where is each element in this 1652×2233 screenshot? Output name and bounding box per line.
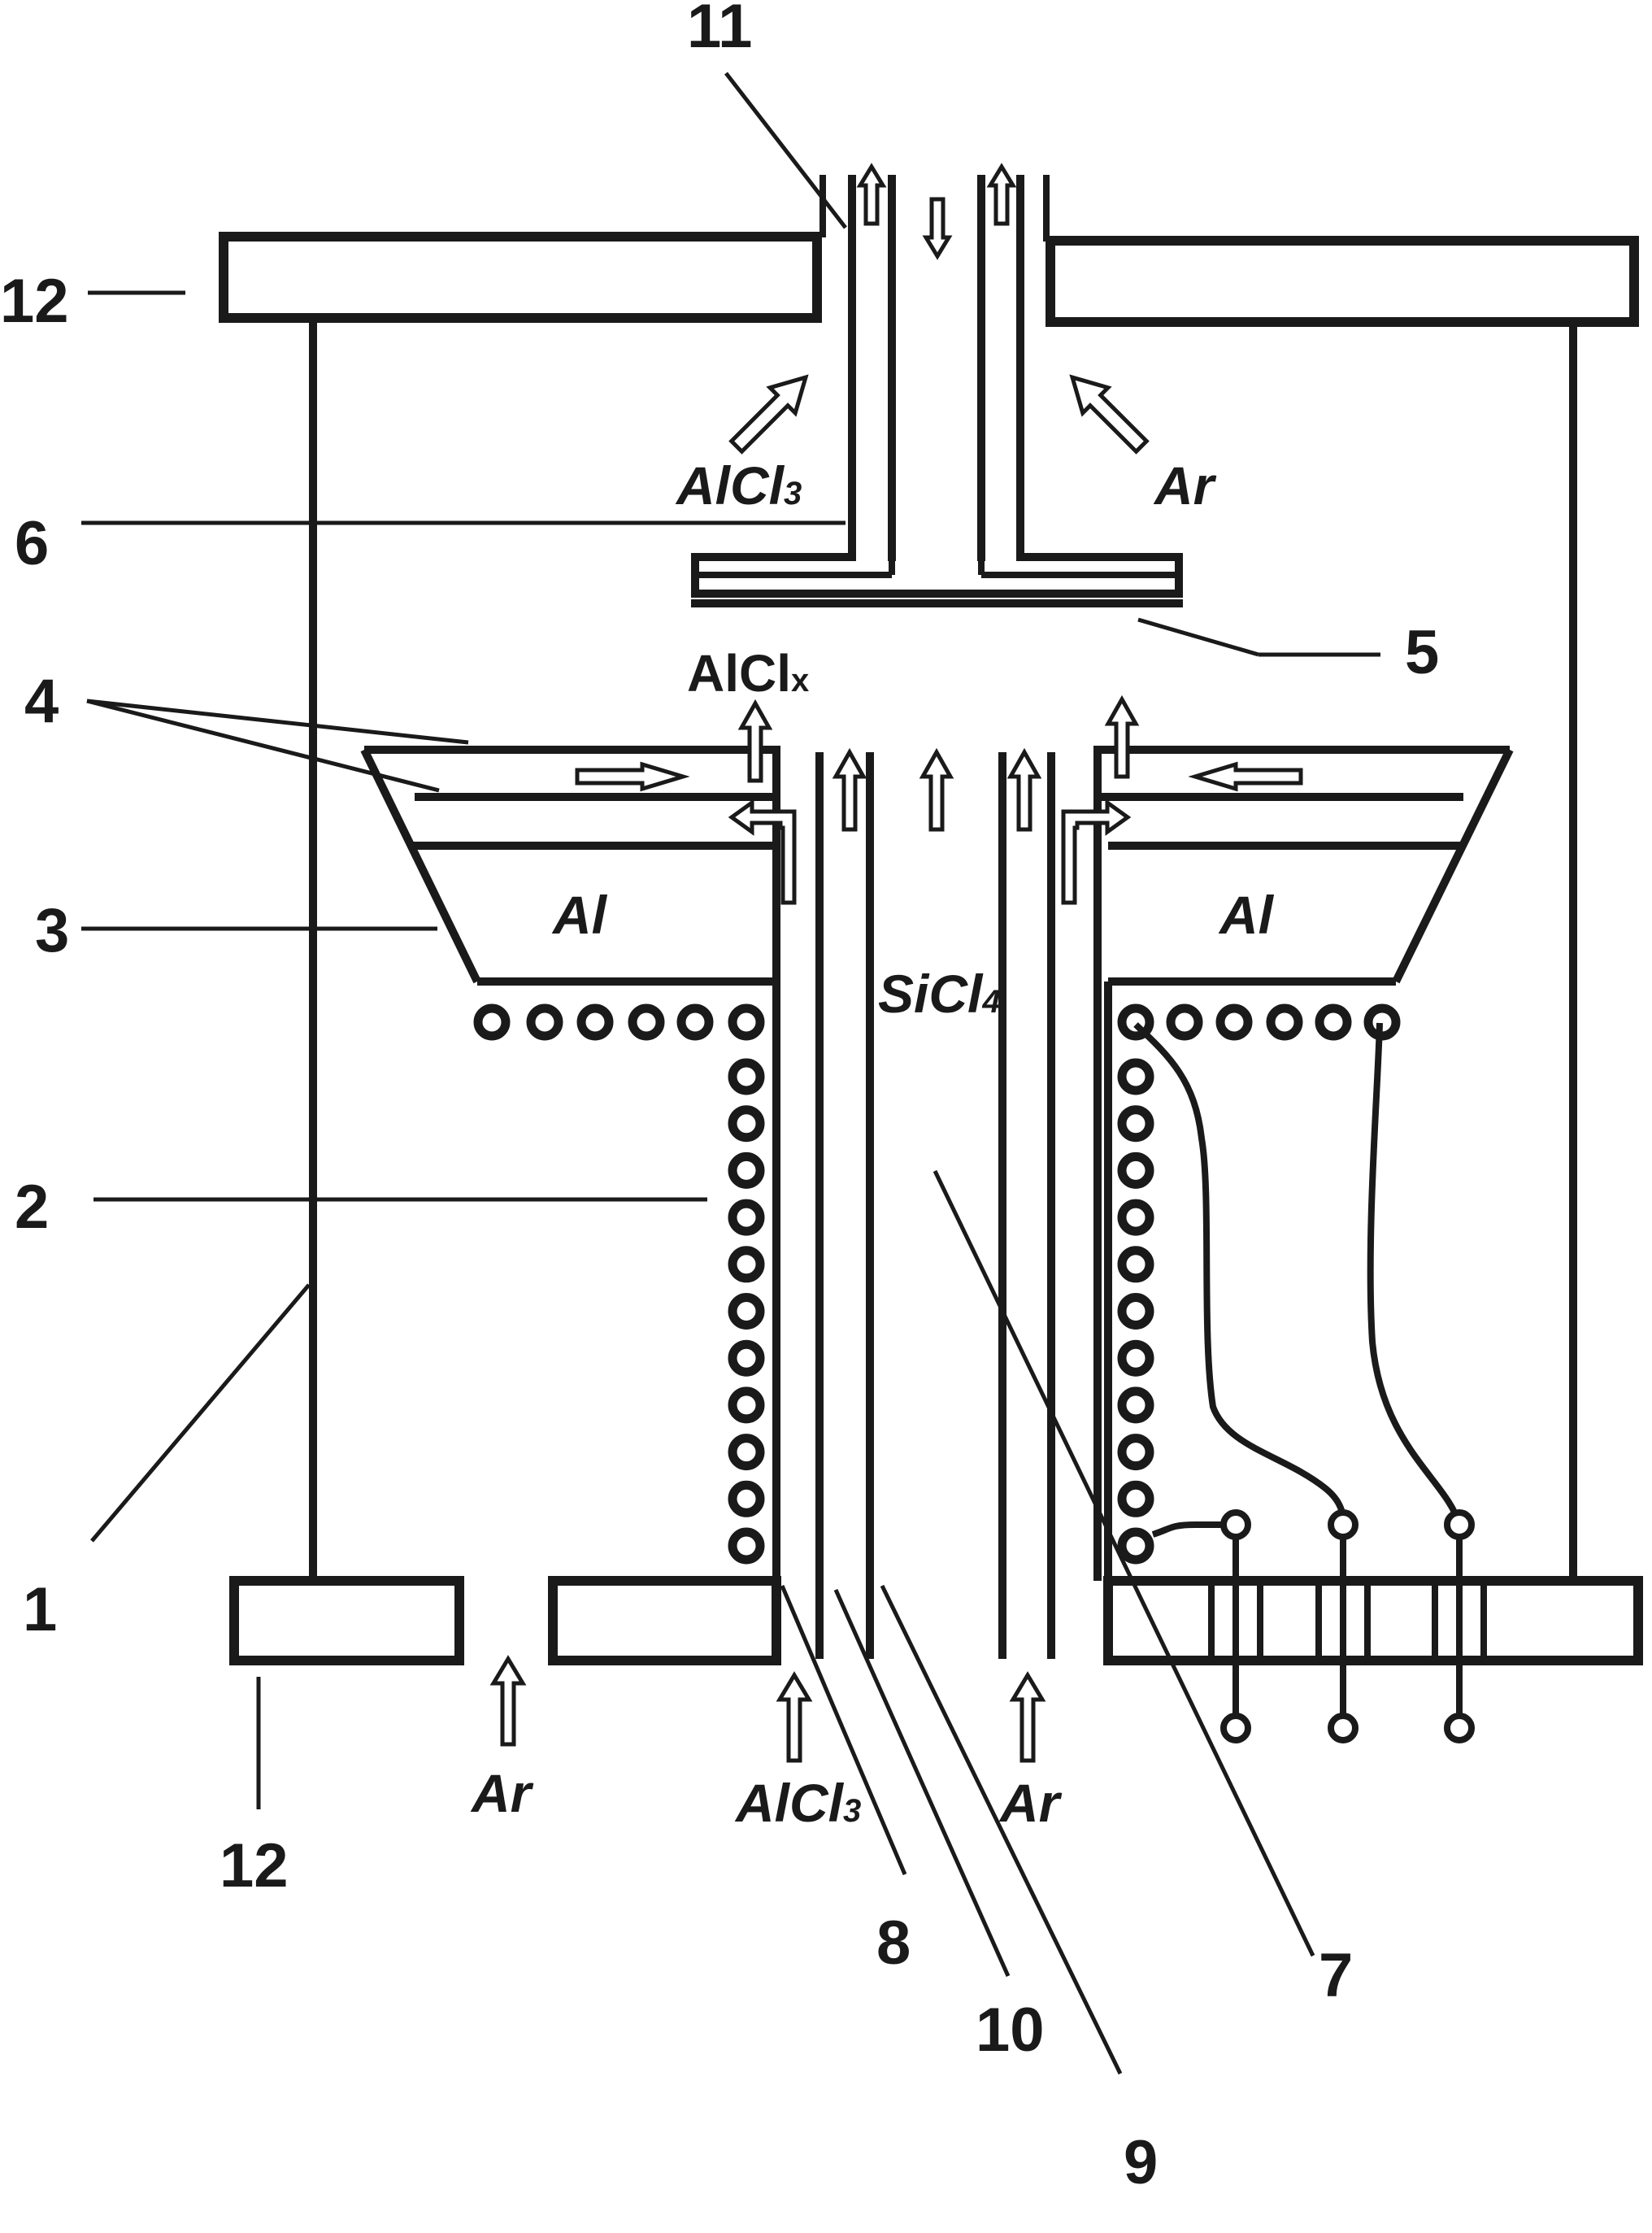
label-10: 10 [976, 1996, 1045, 2065]
arrow-up-icon [728, 374, 809, 455]
species-alcl3-top-main: AlCl [675, 455, 785, 516]
heater-coil-ring [1117, 1527, 1154, 1565]
label-9: 9 [1124, 2128, 1158, 2197]
species-alcl3-bottom-sub: 3 [843, 1793, 861, 1829]
heater-coil-ring [1117, 1246, 1154, 1283]
arrow-up-icon [1104, 694, 1140, 779]
heater-coil-ring [1117, 1199, 1154, 1236]
arrow-down-icon [922, 197, 953, 260]
heater-coil-ring [728, 1003, 765, 1041]
species-alcl3-bottom: AlCl3 [734, 1773, 861, 1833]
heater-coil-ring [728, 1480, 765, 1517]
species-ar-bottom-right: Ar [998, 1773, 1063, 1833]
arrow-up-icon [856, 163, 887, 226]
exhaust-tube-assembly [691, 175, 1183, 598]
arrow-left-icon [1188, 761, 1303, 792]
species-ar-top: Ar [1153, 455, 1217, 516]
label-12-top: 12 [0, 267, 69, 336]
leader-lines [81, 72, 1380, 2075]
heater-coils-left [473, 1003, 765, 1565]
crucible-right [1093, 746, 1514, 986]
heater-coil-ring [526, 1003, 563, 1041]
bottom-flange-left [229, 1576, 464, 1665]
heater-coils-right [1117, 1003, 1401, 1565]
species-sicl4-main: SiCl [878, 964, 984, 1024]
label-7: 7 [1319, 1941, 1353, 2010]
species-alclx-main: AlCl [687, 644, 791, 703]
heater-coil-ring [728, 1434, 765, 1471]
flow-arrows [489, 163, 1303, 1763]
arrow-up-icon [737, 699, 773, 783]
label-5: 5 [1405, 618, 1439, 687]
heater-coil-ring [728, 1246, 765, 1283]
heater-coil-ring [1117, 1480, 1154, 1517]
arrow-up-icon [986, 163, 1017, 226]
arrow-up-icon [1009, 1671, 1046, 1763]
heater-coil-ring [1117, 1386, 1154, 1424]
species-alclx: AlClx [687, 644, 809, 703]
top-flange-left [219, 232, 822, 323]
heater-coil-ring [728, 1386, 765, 1424]
species-sicl4-sub: 4 [981, 984, 1000, 1020]
arrow-up-icon [1069, 374, 1150, 455]
bottom-base-right [1103, 1576, 1643, 1665]
heater-coil-ring [1315, 1003, 1352, 1041]
heater-coil-ring [728, 1151, 765, 1189]
heater-coil-ring [1215, 1003, 1253, 1041]
species-al-left: Al [551, 885, 608, 945]
label-11: 11 [687, 0, 752, 61]
arrow-up-icon [919, 747, 954, 832]
heater-coil-ring [1117, 1293, 1154, 1330]
species-ar-bottom-left: Ar [470, 1763, 534, 1823]
species-alcl3-top: AlCl3 [675, 455, 802, 516]
heater-coil-ring [1166, 1003, 1203, 1041]
heater-coil-ring [1266, 1003, 1303, 1041]
arrow-right-icon [575, 761, 690, 792]
heater-coil-ring [1117, 1151, 1154, 1189]
chamber-walls [309, 320, 1577, 1578]
arrow-up-icon [832, 747, 867, 832]
label-8: 8 [876, 1909, 911, 1978]
arrow-up-icon [489, 1655, 527, 1747]
heater-coil-ring [676, 1003, 714, 1041]
species-alcl3-bottom-main: AlCl [734, 1773, 845, 1833]
heater-coil-ring [1117, 1058, 1154, 1095]
label-1: 1 [23, 1575, 57, 1644]
species-alcl3-top-sub: 3 [784, 476, 802, 511]
heater-coil-ring [1117, 1434, 1154, 1471]
species-al-right: Al [1218, 885, 1275, 945]
crucible-left [360, 746, 780, 986]
arrow-up-icon [776, 1671, 813, 1763]
label-4: 4 [24, 667, 59, 736]
bottom-flange-middle [548, 1576, 781, 1665]
label-12-bottom: 12 [220, 1831, 289, 1900]
heater-coil-ring [728, 1293, 765, 1330]
heater-coil-ring [576, 1003, 614, 1041]
heater-coil-ring [1117, 1339, 1154, 1377]
heater-coil-ring [728, 1058, 765, 1095]
label-6: 6 [15, 509, 49, 578]
bent-arrow-icon [728, 799, 797, 905]
species-alclx-sub: x [791, 663, 809, 699]
label-3: 3 [35, 896, 69, 965]
heater-coil-ring [473, 1003, 511, 1041]
heater-coil-ring [628, 1003, 665, 1041]
heater-coil-ring [728, 1105, 765, 1143]
heater-coil-ring [728, 1527, 765, 1565]
heater-coil-ring [728, 1339, 765, 1377]
label-2: 2 [15, 1173, 49, 1242]
central-tubes [772, 752, 1112, 1659]
heater-coil-ring [728, 1199, 765, 1236]
top-flange-right [1046, 236, 1639, 327]
species-sicl4: SiCl4 [878, 964, 1001, 1024]
heater-coil-ring [1117, 1105, 1154, 1143]
arrow-up-icon [1006, 747, 1042, 832]
electrical-leads [1133, 1022, 1487, 1743]
bent-arrow-icon [1061, 799, 1132, 905]
